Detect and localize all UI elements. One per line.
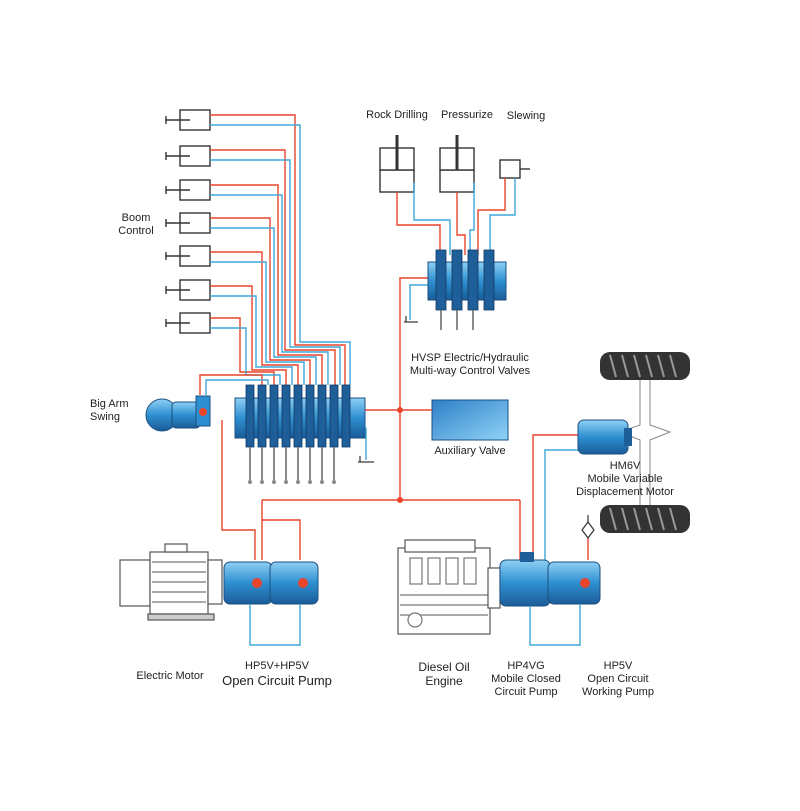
hm6v-pressure-line [532, 434, 590, 565]
electric-pump-return-lines [249, 604, 301, 646]
rock-drilling-cylinder [379, 135, 415, 193]
junction-dot [397, 497, 403, 503]
top-pressure-lines [396, 178, 506, 410]
boom-pressure-lines [210, 114, 346, 385]
boom-control-cylinders [165, 109, 211, 334]
electric-motor [119, 543, 223, 621]
hp5v-working-pump [547, 561, 601, 605]
pressurize-cylinder [439, 135, 475, 193]
hp5v-hp5v-pump [223, 561, 319, 605]
diesel-engine [397, 539, 501, 635]
check-valve-symbol [581, 521, 595, 539]
auxiliary-valve-block [431, 399, 509, 441]
main-bank-tank-line [365, 427, 367, 460]
rock-drilling-label: Rock Drilling [366, 109, 428, 121]
pressurize-label: Pressurize [441, 109, 493, 121]
junction-dot [397, 407, 403, 413]
cylinder-4 [165, 212, 211, 234]
swing-return-line [205, 379, 269, 395]
cylinder-6 [165, 279, 211, 301]
diesel-pump-return-lines [529, 604, 581, 646]
swing-motor [145, 395, 211, 432]
top-return-lines [409, 178, 516, 320]
electric-motor-label: Electric Motor [136, 670, 204, 682]
hm6v-return-line [544, 449, 592, 565]
cylinder-7 [165, 312, 211, 334]
hm6v-motor [577, 419, 632, 455]
main-valve-bank [234, 384, 366, 484]
auxiliary-valve-label: Auxiliary Valve [434, 445, 506, 457]
tire-top [600, 352, 690, 380]
boom-return-lines [210, 124, 351, 385]
slewing-label: Slewing [506, 110, 546, 122]
cylinder-1 [165, 109, 211, 131]
hp5v-hp5v-label: HP5V+HP5V Open Circuit Pump [222, 660, 332, 688]
cylinder-3 [165, 179, 211, 201]
cylinder-2 [165, 145, 211, 167]
main-pressure-network [221, 409, 521, 560]
cylinder-5 [165, 245, 211, 267]
tire-bottom [600, 505, 690, 533]
hp4vg-pump [499, 552, 551, 607]
slewing-motor-symbol [499, 159, 530, 179]
hvsp-valve-bank [427, 249, 507, 330]
